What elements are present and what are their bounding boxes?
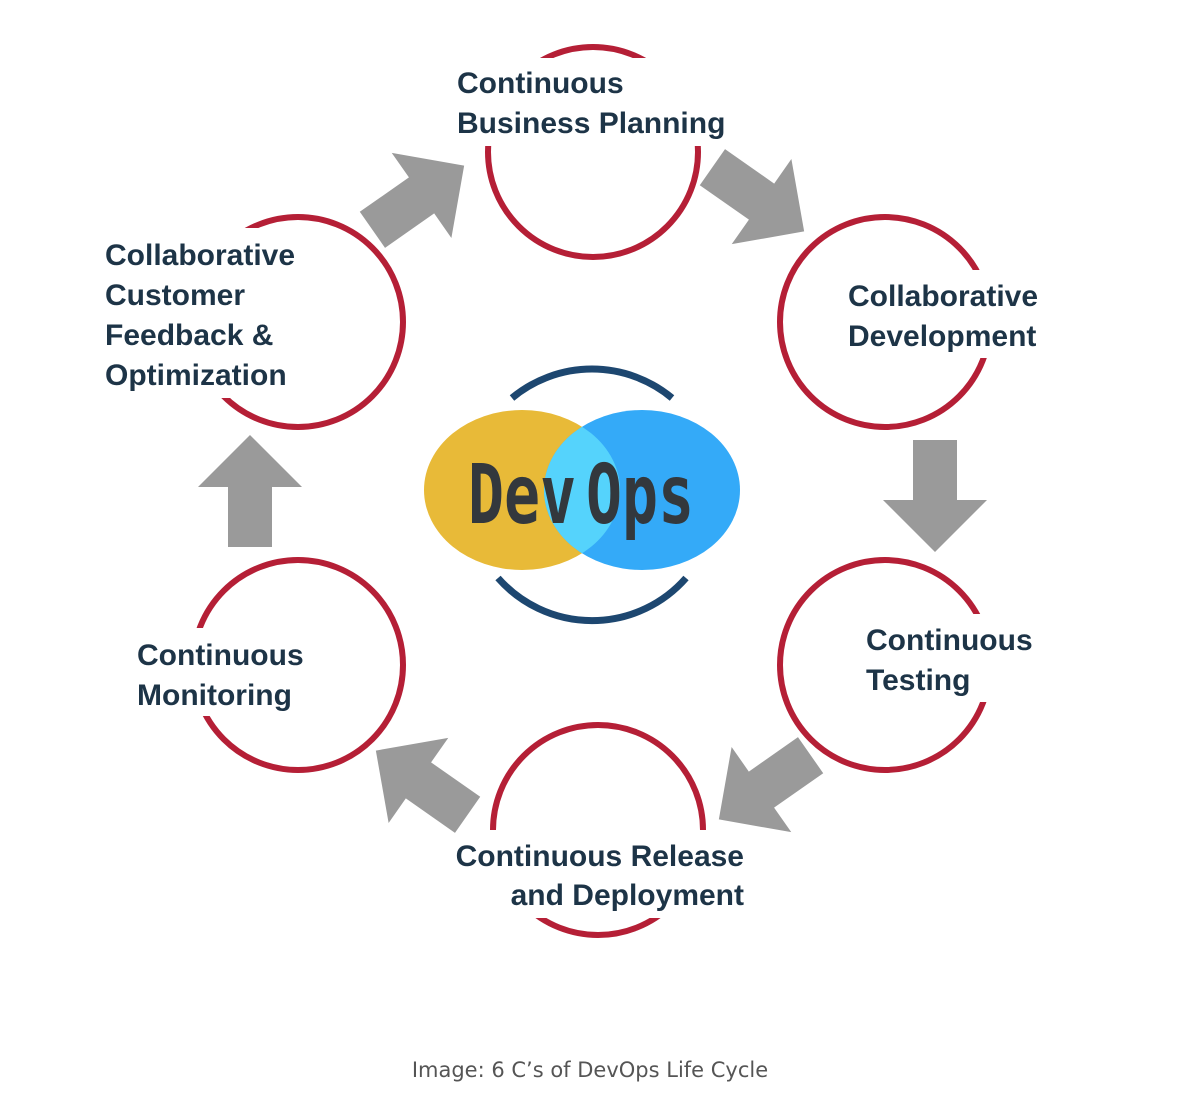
stage-label-line: Continuous Release — [456, 840, 744, 873]
stage-label-line: and Deployment — [511, 879, 744, 912]
stage-label-line: Collaborative — [848, 280, 1038, 313]
logo-ops: Ops — [586, 448, 695, 543]
stage-label-line: Business Planning — [457, 107, 725, 140]
stage-label-line: Continuous — [866, 624, 1033, 657]
logo-dev: Dev — [468, 448, 577, 543]
arrow-icon — [198, 435, 302, 547]
stage-label-line: Feedback & — [105, 319, 273, 352]
stage-label-line: Testing — [866, 664, 970, 697]
devops-logo — [424, 365, 740, 625]
arrow-icon — [682, 124, 834, 275]
stage-label-line: Optimization — [105, 359, 287, 392]
stage-label-line: Continuous — [137, 639, 304, 672]
stage-label-line: Development — [848, 320, 1036, 353]
image-caption: Image: 6 C’s of DevOps Life Cycle — [411, 1058, 769, 1082]
stage-label-line: Monitoring — [137, 679, 292, 712]
stage-label-line: Continuous — [457, 67, 624, 100]
arrow-icon — [883, 440, 987, 552]
stage-label-line: Collaborative — [105, 239, 295, 272]
stage-ring-planning — [485, 44, 701, 260]
stage-label-line: Customer — [105, 279, 245, 312]
